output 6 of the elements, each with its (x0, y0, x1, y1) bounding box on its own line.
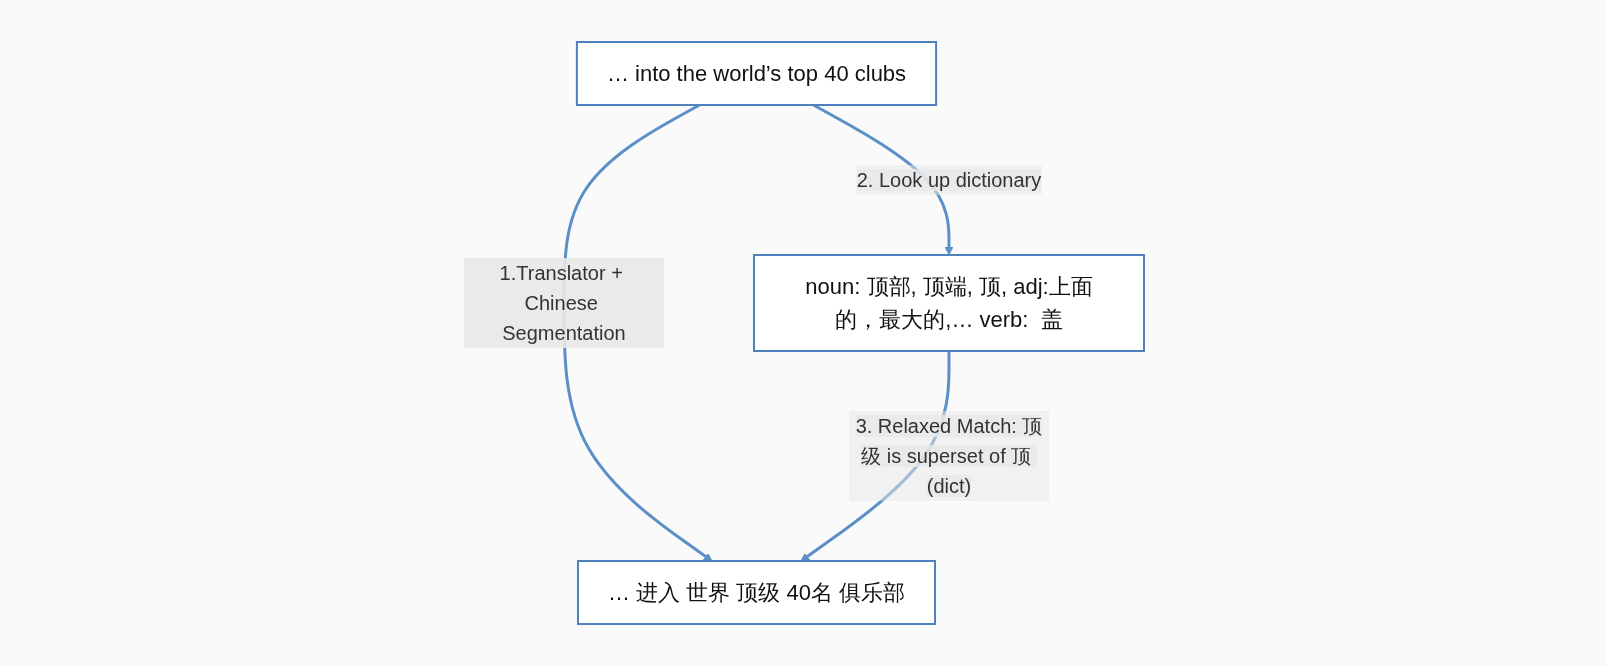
edge-label: 2. Look up dictionary (856, 169, 1041, 191)
node-box: noun: 顶部, 顶端, 顶, adj:上面的，最大的,… verb: 盖 (752, 254, 1145, 352)
edge-label: 3. Relaxed Match: 顶级 is superset of 顶 (dict) (855, 415, 1042, 497)
edge-label: 1.Translator + Chinese Segmentation (499, 262, 626, 344)
node-box: … into the world’s top 40 clubs (575, 41, 937, 106)
node-box: … 进入 世界 顶级 40名 俱乐部 (576, 560, 936, 625)
